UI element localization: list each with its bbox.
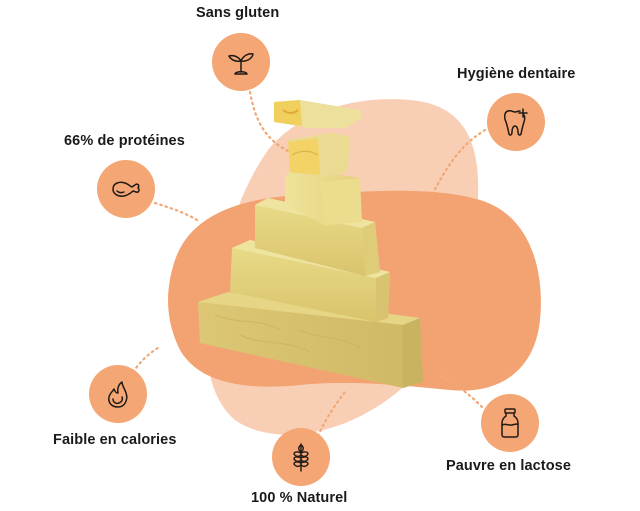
feature-label-naturel: 100 % Naturel bbox=[251, 490, 348, 506]
feature-label-proteines: 66% de protéines bbox=[64, 133, 185, 149]
tooth-icon bbox=[503, 108, 528, 136]
feature-circle-hygiene-dentaire bbox=[487, 93, 545, 151]
feature-circle-pauvre-lactose bbox=[481, 394, 539, 452]
feature-label-pauvre-lactose: Pauvre en lactose bbox=[446, 458, 572, 474]
cheese-stack bbox=[198, 100, 423, 388]
milk-bottle-icon bbox=[501, 408, 519, 438]
feature-circle-sans-gluten bbox=[212, 33, 270, 91]
wheat-icon bbox=[293, 443, 309, 472]
feature-label-hygiene-dentaire: Hygiène dentaire bbox=[457, 66, 576, 82]
feature-circle-proteines bbox=[97, 160, 155, 218]
sprout-icon bbox=[228, 53, 254, 75]
feature-circle-naturel bbox=[272, 428, 330, 486]
dotted-connectors bbox=[131, 90, 487, 438]
feature-circle-faible-calories bbox=[89, 365, 147, 423]
feature-label-faible-calories: Faible en calories bbox=[53, 432, 177, 448]
flame-icon bbox=[108, 381, 128, 408]
feature-label-sans-gluten: Sans gluten bbox=[196, 5, 280, 21]
drumstick-icon bbox=[112, 181, 140, 197]
